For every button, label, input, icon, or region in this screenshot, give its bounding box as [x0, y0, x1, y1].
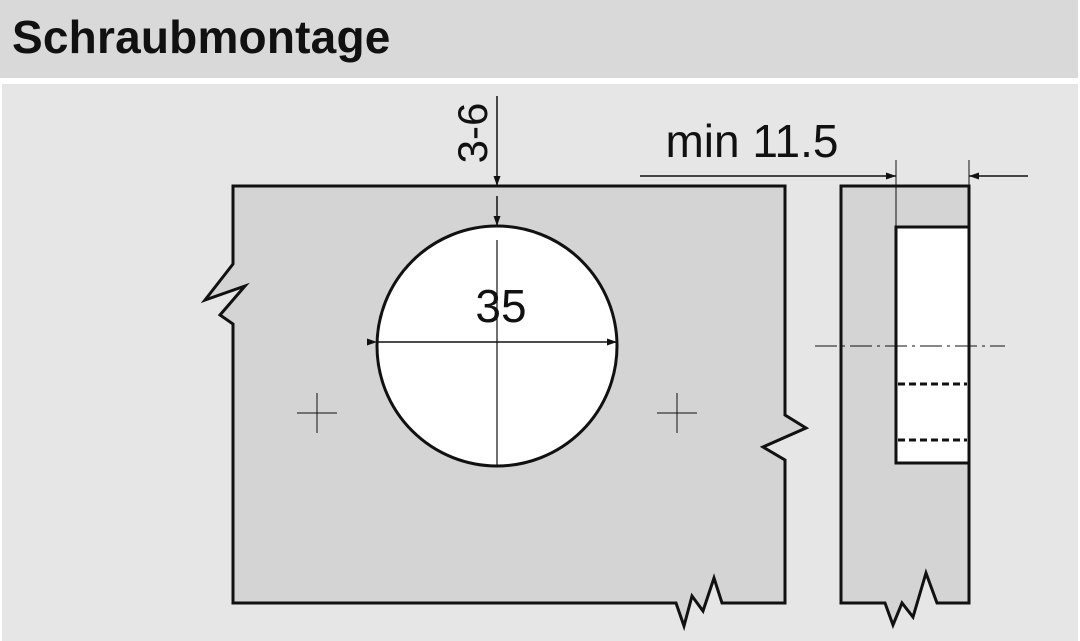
- hinge-cup-section: [894, 225, 971, 465]
- title-bar: Schraubmontage: [0, 0, 1078, 80]
- screw-position-left: [297, 393, 337, 433]
- screw-position-right: [657, 393, 697, 433]
- page-title: Schraubmontage: [12, 11, 391, 63]
- diameter-label: 35: [475, 280, 526, 332]
- edge-distance-label: 3-6: [449, 103, 496, 164]
- min-thickness-label: min 11.5: [665, 115, 838, 167]
